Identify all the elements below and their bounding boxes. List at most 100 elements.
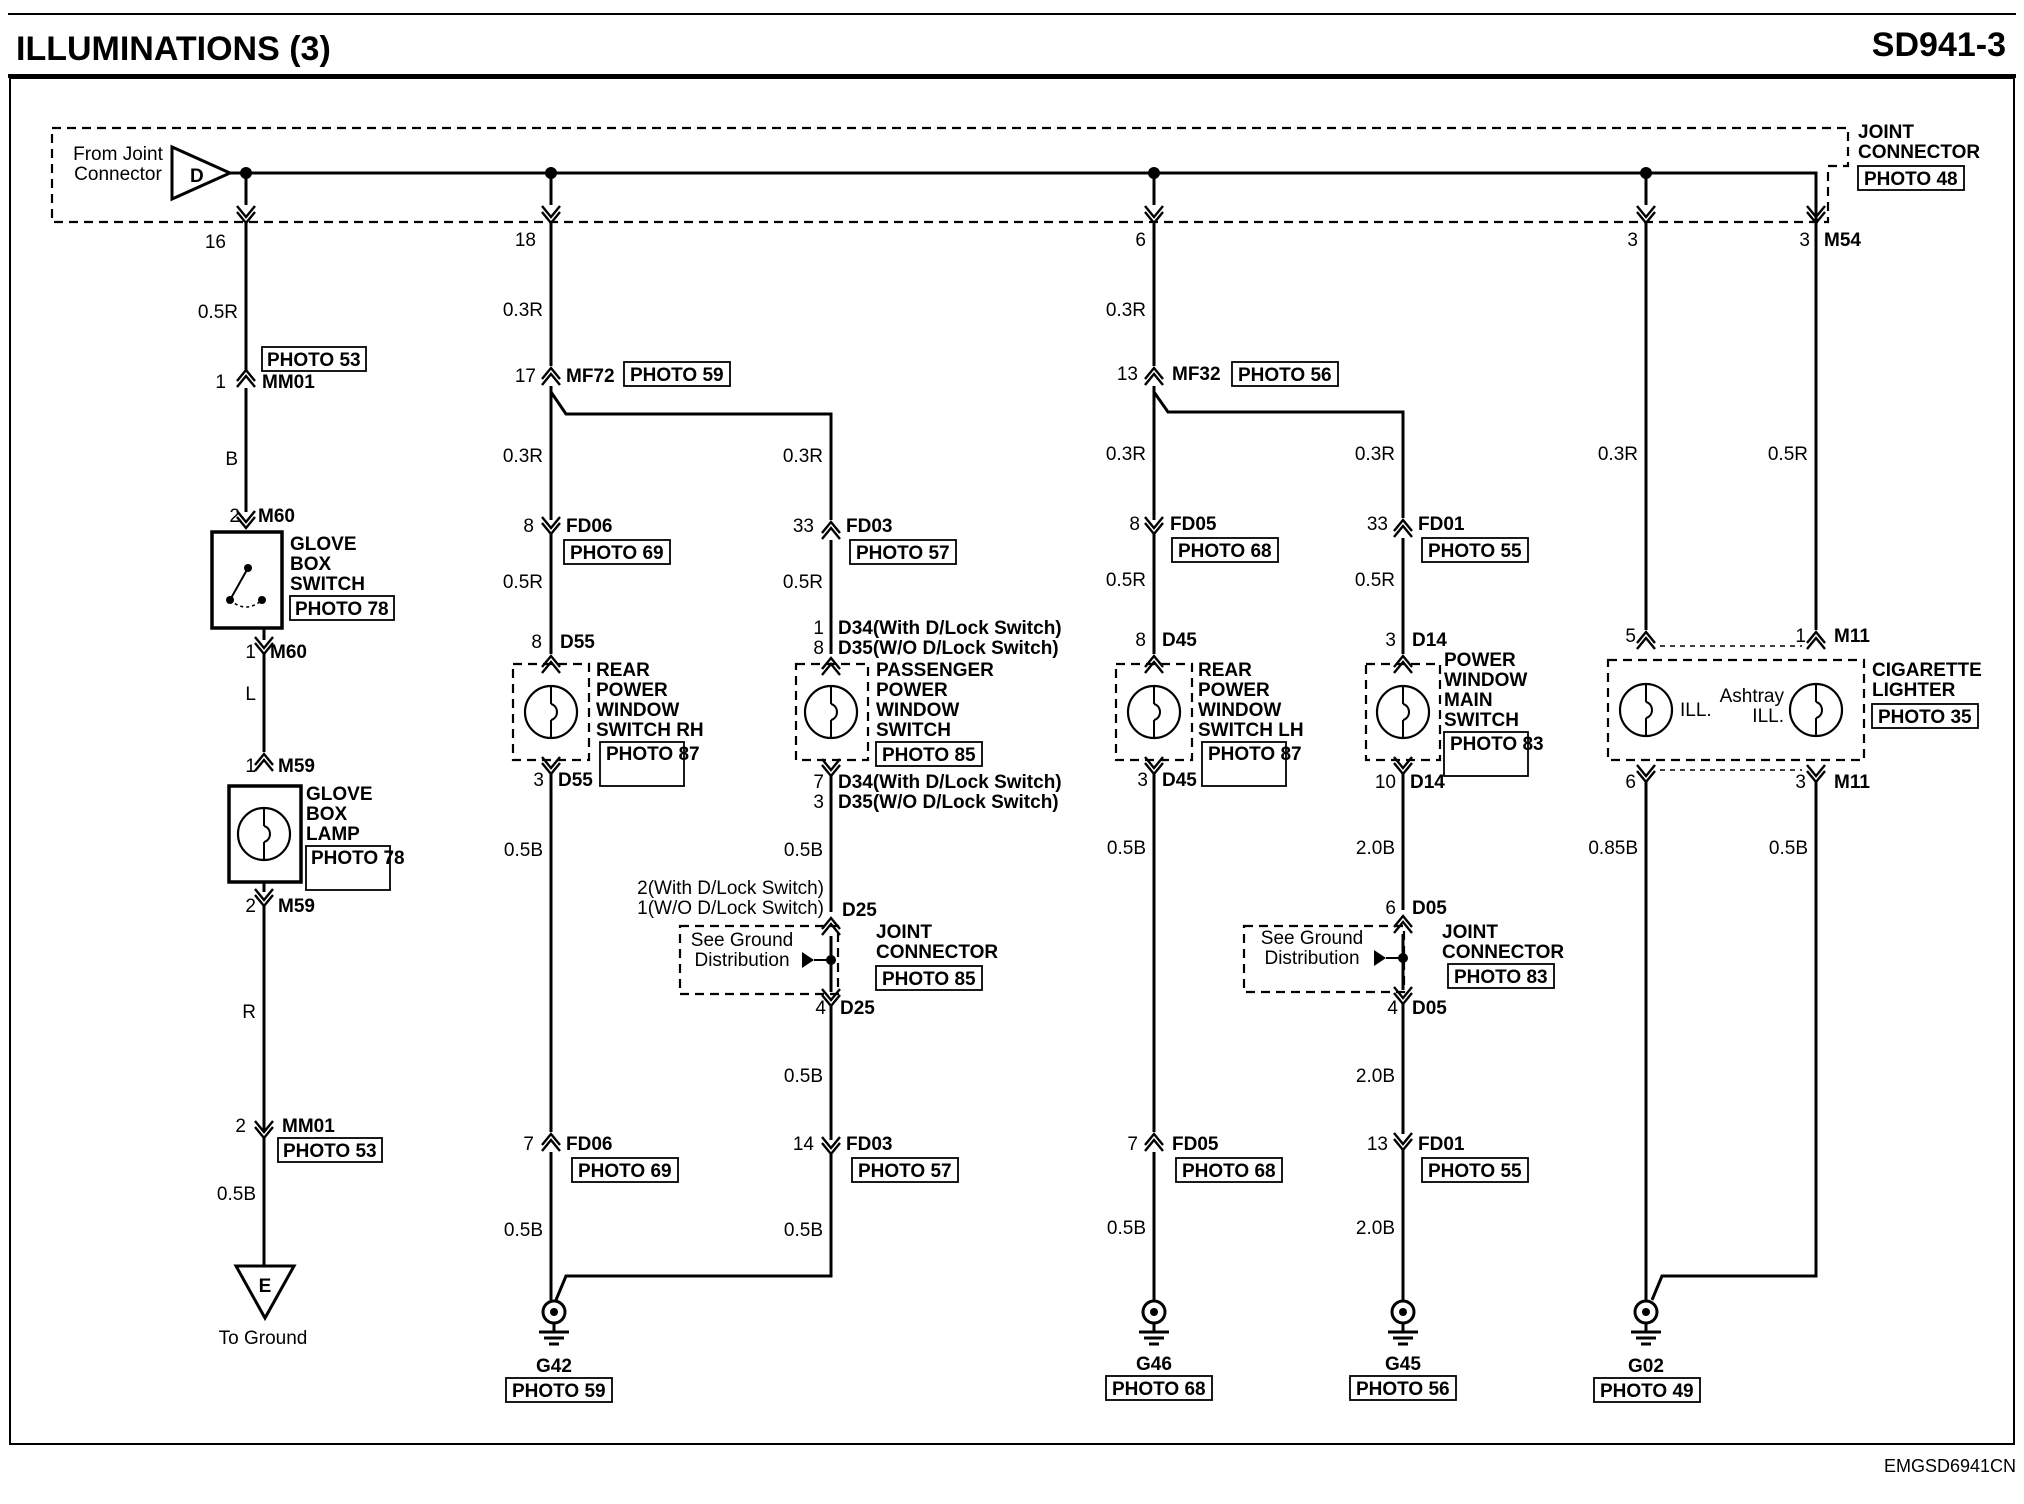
photo-box: [599, 741, 685, 787]
photo-box: [875, 741, 983, 767]
source-label-1: From Joint: [73, 144, 163, 165]
photo-box: [875, 965, 983, 991]
wire-label: 0.5R: [1355, 570, 1395, 591]
connector-label: D35(W/O D/Lock Switch): [838, 792, 1059, 813]
see-ground-label: Distribution: [694, 950, 789, 971]
wire: [1152, 391, 1405, 518]
connector-label: FD01: [1418, 514, 1465, 535]
joint-label: CONNECTOR: [1442, 942, 1564, 963]
pin-symbol: [235, 204, 257, 225]
wire-label: 2.0B: [1356, 1066, 1395, 1087]
joint-label: JOINT: [876, 922, 932, 943]
joint-connector-label-1: JOINT: [1858, 122, 1914, 143]
photo-box: [305, 845, 391, 891]
pin-number: 1: [245, 642, 256, 663]
component-label: LIGHTER: [1872, 680, 1956, 701]
joint-label: JOINT: [1442, 922, 1498, 943]
ground-icon: [1137, 1299, 1171, 1346]
component-label: ILL.: [1680, 700, 1712, 721]
pin-symbol: [253, 752, 275, 773]
photo-label: PHOTO 57: [856, 543, 950, 564]
component-label: WINDOW: [1444, 670, 1527, 691]
photo-label: PHOTO 78: [295, 599, 389, 620]
bulb-icon: [1788, 682, 1844, 738]
wire-label: 0.5R: [503, 572, 543, 593]
pin-number: 2: [245, 896, 256, 917]
photo-label: PHOTO 78: [311, 848, 405, 869]
photo-box: [1421, 537, 1529, 563]
photo-label: PHOTO 69: [570, 543, 664, 564]
photo-box: [1421, 1157, 1529, 1183]
component-label: POWER: [876, 680, 948, 701]
wire-label: L: [245, 684, 256, 705]
pin-number: 3: [1795, 772, 1806, 793]
connector-label: M60: [270, 642, 307, 663]
pin-number: 3: [1137, 770, 1148, 791]
component-label: REAR: [596, 660, 650, 681]
bulb-icon: [1126, 684, 1182, 740]
component-label: POWER: [596, 680, 668, 701]
photo-box: [1857, 165, 1965, 191]
photo-box: [1175, 1157, 1283, 1183]
wire-label: 0.5B: [784, 1220, 823, 1241]
ground-label: To Ground: [219, 1328, 308, 1349]
connector-label: MM01: [262, 372, 315, 393]
component-label: POWER: [1198, 680, 1270, 701]
pin-number: 16: [205, 232, 226, 253]
pin-number: 3: [1799, 230, 1810, 251]
diagram-code: SD941-3: [1872, 26, 2006, 64]
pin-symbol: [1392, 1131, 1414, 1152]
page-title: ILLUMINATIONS (3): [16, 30, 331, 68]
pin-symbol: [1805, 763, 1827, 784]
pin-number: 6: [1625, 772, 1636, 793]
connector-label: FD03: [846, 1134, 892, 1155]
wire-label: 2.0B: [1356, 838, 1395, 859]
pin-number: 4: [1387, 998, 1398, 1019]
pin-symbol: [1392, 518, 1414, 539]
photo-label: PHOTO 57: [858, 1161, 952, 1182]
pin-symbol: [1805, 630, 1827, 651]
power-window-main-switch: [1364, 662, 1442, 762]
rear-power-window-switch-rh: [511, 662, 591, 762]
joint-connector-box: [50, 126, 1850, 224]
wire-label: R: [242, 1002, 256, 1023]
pin-number: 1(W/O D/Lock Switch): [637, 898, 824, 919]
photo-box: [1447, 963, 1555, 989]
connector-label: MF32: [1172, 364, 1221, 385]
ground-icon: [537, 1299, 571, 1346]
pin-symbol: [540, 204, 562, 225]
photo-label: PHOTO 56: [1356, 1379, 1450, 1400]
pin-symbol: [540, 1132, 562, 1153]
connector-label: D05: [1412, 998, 1447, 1019]
component-label: LAMP: [306, 824, 360, 845]
pin-number: 3: [533, 770, 544, 791]
source-triangle: [170, 144, 234, 202]
photo-box: [1871, 703, 1979, 729]
switch-arc: [229, 599, 263, 608]
pin-number: 3: [1627, 230, 1638, 251]
photo-box: [849, 539, 957, 565]
connector-label: FD06: [566, 1134, 612, 1155]
photo-label: PHOTO 85: [882, 969, 976, 990]
wire-label: 0.3R: [1106, 300, 1146, 321]
component-label: REAR: [1198, 660, 1252, 681]
connector-label: M11: [1834, 772, 1870, 793]
pin-symbol: [820, 520, 842, 541]
connector-label: D25: [842, 900, 877, 921]
connector-label: M11: [1834, 626, 1870, 647]
component-label: SWITCH RH: [596, 720, 704, 741]
photo-label: PHOTO 59: [512, 1381, 606, 1402]
wire-label: 0.5R: [783, 572, 823, 593]
photo-label: PHOTO 53: [283, 1141, 377, 1162]
pin-number: 1: [813, 618, 824, 639]
connector-label: MF72: [566, 366, 615, 387]
pin-number: 7: [523, 1134, 534, 1155]
component-label: BOX: [306, 804, 348, 825]
component-label: BOX: [290, 554, 332, 575]
wire-label: 0.3R: [503, 446, 543, 467]
pin-symbol: [1635, 763, 1657, 784]
pin-number: 10: [1375, 772, 1396, 793]
pin-symbol: [235, 368, 257, 389]
bulb-icon: [523, 684, 579, 740]
photo-label: PHOTO 87: [1208, 744, 1302, 765]
